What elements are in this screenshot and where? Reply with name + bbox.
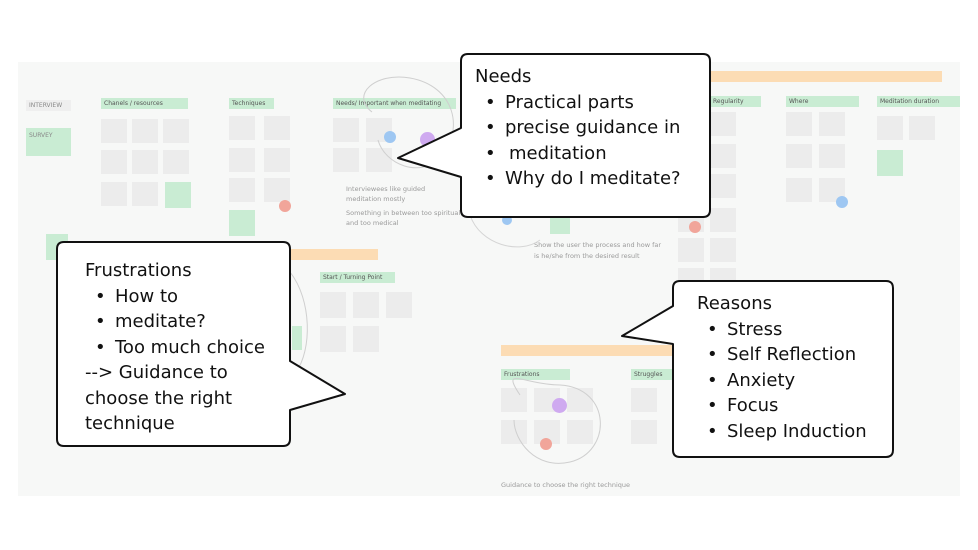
- sticky-note: [165, 182, 191, 208]
- header-start: Start / Turning Point: [320, 272, 395, 283]
- needs-item-continuation: meditation: [485, 141, 681, 167]
- sticky-note: [229, 210, 255, 236]
- sticky-note: [353, 292, 379, 318]
- sticky-note: [264, 178, 290, 202]
- sticky-note: [786, 112, 812, 136]
- sticky-note: [710, 112, 736, 136]
- sticky-note: [353, 326, 379, 352]
- sticky-note: [710, 144, 736, 168]
- sticky-note: [101, 182, 127, 206]
- note-show-user-line1: Show the user the process and how far: [534, 241, 662, 249]
- sticky-note: [386, 292, 412, 318]
- orange-band-middle: [290, 249, 378, 260]
- sticky-note: [710, 238, 736, 262]
- header-regularity: Regularity: [710, 96, 761, 107]
- red-dot: [689, 221, 701, 233]
- reasons-callout-title: Reasons: [697, 293, 772, 314]
- sticky-note: [819, 112, 845, 136]
- frustrations-note-line2: choose the right: [85, 387, 233, 409]
- frustrations-note-line3: technique: [85, 413, 175, 434]
- reasons-item: Sleep Induction: [707, 419, 867, 445]
- note-between-line1: Something in between too spiritual: [346, 209, 461, 217]
- note-show-user-line2: is he/she from the desired result: [534, 252, 640, 260]
- interview-tag: INTERVIEW: [26, 100, 71, 111]
- orange-band-top: [708, 71, 942, 82]
- sticky-note: [132, 182, 158, 206]
- note-guidance: Guidance to choose the right technique: [501, 481, 631, 489]
- sticky-note: [320, 326, 346, 352]
- reasons-item: Self Reflection: [707, 342, 867, 368]
- sticky-note: [877, 116, 903, 140]
- sticky-note: [264, 148, 290, 172]
- sticky-note: [333, 118, 359, 142]
- survey-tag: SURVEY: [26, 128, 71, 156]
- orange-band-bottom: [501, 345, 673, 356]
- sticky-note: [710, 174, 736, 198]
- sticky-note: [631, 388, 657, 412]
- needs-callout: Needs Practical parts precise guidance i…: [475, 64, 681, 192]
- sticky-note: [229, 116, 255, 140]
- sticky-note: [132, 150, 158, 174]
- note-interviewees-line1: Interviewees like guided: [346, 185, 426, 193]
- sticky-note: [229, 148, 255, 172]
- needs-callout-title: Needs: [475, 66, 532, 87]
- header-struggles: Struggles: [631, 369, 674, 380]
- note-between-line2: and too medical: [346, 219, 399, 227]
- sticky-note: [132, 119, 158, 143]
- needs-item-continuation-text: meditation: [509, 142, 607, 164]
- reasons-list: Stress Self Reflection Anxiety Focus Sle…: [697, 317, 867, 445]
- sticky-note: [163, 119, 189, 143]
- frustrations-list: How to meditate? Too much choice: [85, 284, 265, 361]
- sticky-note: [786, 144, 812, 168]
- frustrations-item: Too much choice: [95, 335, 265, 361]
- blue-dot: [836, 196, 848, 208]
- reasons-callout: Reasons Stress Self Reflection Anxiety F…: [697, 291, 867, 444]
- needs-item: precise guidance in: [485, 115, 681, 141]
- sticky-note: [678, 238, 704, 262]
- sticky-note: [909, 116, 935, 140]
- note-interviewees-line2: meditation mostly: [346, 195, 406, 203]
- reasons-item: Stress: [707, 317, 867, 343]
- sticky-note: [320, 292, 346, 318]
- header-where: Where: [786, 96, 859, 107]
- sticky-note: [710, 208, 736, 232]
- header-techniques: Techniques: [229, 98, 274, 109]
- needs-item: Practical parts: [485, 90, 681, 116]
- frustrations-note-line1: --> Guidance to: [85, 362, 228, 383]
- sticky-note: [229, 178, 255, 202]
- sticky-note: [333, 148, 359, 172]
- frustrations-item: How to: [95, 284, 265, 310]
- reasons-item: Anxiety: [707, 368, 867, 394]
- sticky-note: [877, 150, 903, 176]
- reasons-item: Focus: [707, 393, 867, 419]
- header-channels: Chanels / resources: [101, 98, 188, 109]
- frustrations-item-continuation: meditate?: [95, 309, 265, 335]
- header-duration: Meditation duration: [877, 96, 960, 107]
- frustrations-callout: Frustrations How to meditate? Too much c…: [85, 258, 265, 437]
- header-frustrations: Frustrations: [501, 369, 570, 380]
- sticky-note: [101, 119, 127, 143]
- needs-item: Why do I meditate?: [485, 166, 681, 192]
- sticky-note: [101, 150, 127, 174]
- sticky-note: [264, 116, 290, 140]
- frustrations-callout-title: Frustrations: [85, 260, 192, 281]
- needs-list: Practical parts precise guidance in medi…: [475, 90, 681, 192]
- sticky-note: [786, 178, 812, 202]
- sticky-note: [631, 420, 657, 444]
- sticky-note: [819, 144, 845, 168]
- red-dot: [279, 200, 291, 212]
- sticky-note: [163, 150, 189, 174]
- frustrations-item-continuation-text: meditate?: [115, 311, 206, 332]
